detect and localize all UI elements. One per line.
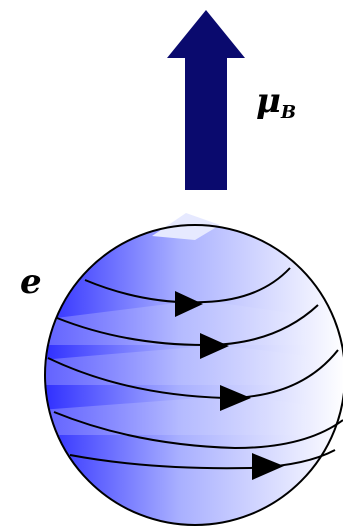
current-loop-4 [53, 411, 343, 450]
current-loop-5 [69, 449, 336, 470]
current-direction-icon [252, 453, 284, 480]
magnetic-moment-arrow [167, 10, 245, 190]
magnetic-moment-label: μB [256, 81, 296, 123]
current-direction-icon [200, 333, 229, 359]
current-direction-icon [220, 385, 251, 411]
current-loop-1 [84, 267, 291, 304]
electron-sphere [44, 213, 343, 526]
electron-label: e [20, 262, 42, 302]
current-direction-icon [175, 291, 203, 317]
